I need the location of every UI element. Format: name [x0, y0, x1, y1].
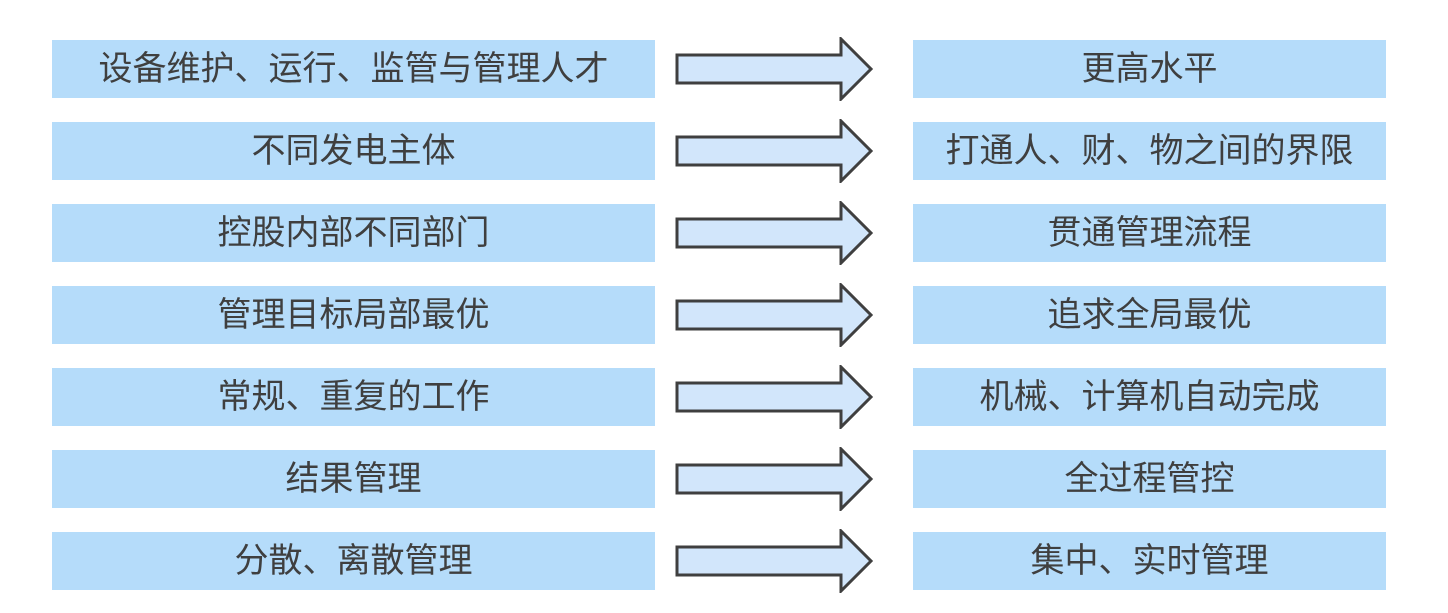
source-label: 结果管理: [285, 460, 422, 498]
mapping-row-1: 设备维护、运行、监管与管理人才 更高水平: [52, 37, 1448, 101]
right-arrow-icon: [675, 201, 875, 265]
mapping-row-7: 分散、离散管理 集中、实时管理: [52, 529, 1448, 593]
right-arrow-icon: [675, 447, 875, 511]
source-label: 设备维护、运行、监管与管理人才: [98, 50, 609, 88]
target-box: 机械、计算机自动完成: [913, 368, 1386, 426]
target-box: 全过程管控: [913, 450, 1386, 508]
source-label: 控股内部不同部门: [217, 214, 490, 252]
source-box: 常规、重复的工作: [52, 368, 655, 426]
source-label: 管理目标局部最优: [217, 296, 490, 334]
right-arrow-icon: [675, 119, 875, 183]
target-label: 更高水平: [1081, 50, 1218, 88]
right-arrow-icon: [675, 283, 875, 347]
mapping-row-6: 结果管理 全过程管控: [52, 447, 1448, 511]
target-box: 贯通管理流程: [913, 204, 1386, 262]
source-box: 管理目标局部最优: [52, 286, 655, 344]
mapping-row-5: 常规、重复的工作 机械、计算机自动完成: [52, 365, 1448, 429]
target-label: 机械、计算机自动完成: [979, 378, 1320, 416]
target-box: 更高水平: [913, 40, 1386, 98]
target-box: 追求全局最优: [913, 286, 1386, 344]
source-box: 结果管理: [52, 450, 655, 508]
target-box: 集中、实时管理: [913, 532, 1386, 590]
target-label: 打通人、财、物之间的界限: [945, 132, 1354, 170]
target-box: 打通人、财、物之间的界限: [913, 122, 1386, 180]
source-box: 不同发电主体: [52, 122, 655, 180]
right-arrow-icon: [675, 529, 875, 593]
source-box: 控股内部不同部门: [52, 204, 655, 262]
source-label: 不同发电主体: [251, 132, 456, 170]
target-label: 全过程管控: [1064, 460, 1235, 498]
mapping-row-3: 控股内部不同部门 贯通管理流程: [52, 201, 1448, 265]
target-label: 贯通管理流程: [1047, 214, 1252, 252]
target-label: 集中、实时管理: [1030, 542, 1269, 580]
right-arrow-icon: [675, 365, 875, 429]
target-label: 追求全局最优: [1047, 296, 1252, 334]
source-label: 常规、重复的工作: [217, 378, 490, 416]
mapping-row-4: 管理目标局部最优 追求全局最优: [52, 283, 1448, 347]
source-box: 设备维护、运行、监管与管理人才: [52, 40, 655, 98]
mapping-row-2: 不同发电主体 打通人、财、物之间的界限: [52, 119, 1448, 183]
source-label: 分散、离散管理: [234, 542, 473, 580]
source-box: 分散、离散管理: [52, 532, 655, 590]
right-arrow-icon: [675, 37, 875, 101]
